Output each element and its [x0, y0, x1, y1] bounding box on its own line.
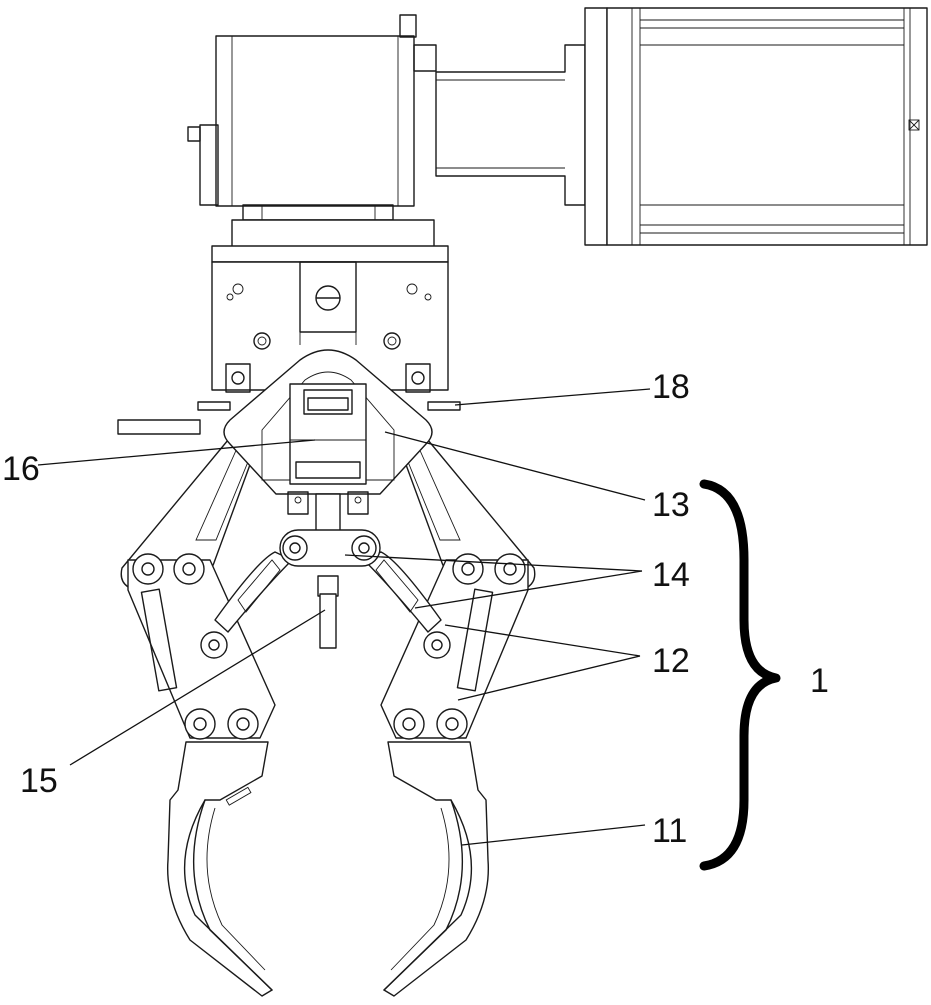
- label-14: 14: [652, 556, 690, 594]
- servo-motor: [585, 8, 927, 245]
- label-1: 1: [810, 662, 829, 700]
- label-13: 13: [652, 486, 690, 524]
- right-finger-assembly: [381, 424, 535, 996]
- coupling: [436, 45, 585, 205]
- label-18: 18: [652, 368, 690, 406]
- label-15: 15: [20, 762, 58, 800]
- label-11: 11: [652, 812, 687, 850]
- assembly-brace: [704, 484, 776, 866]
- link-bar: [280, 530, 380, 566]
- label-12: 12: [652, 642, 690, 680]
- left-finger-assembly: [121, 424, 275, 996]
- gearbox-block: [188, 15, 436, 220]
- label-16: 16: [2, 450, 40, 488]
